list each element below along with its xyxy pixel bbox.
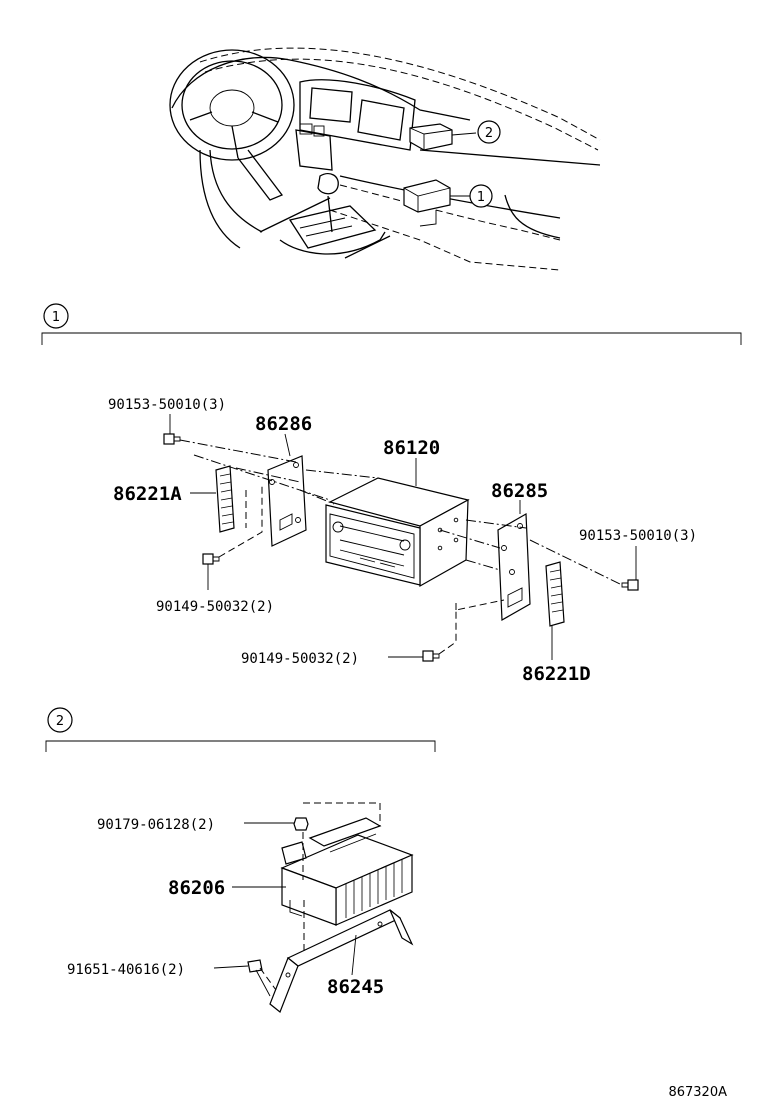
label-86206: 86206	[168, 877, 225, 899]
label-86120: 86120	[383, 437, 440, 459]
callout-2-circle	[477, 120, 501, 144]
bolt-91651	[247, 959, 271, 997]
callout-2-label: 2	[485, 126, 493, 141]
label-90149-50032-left: 90149-50032(2)	[156, 599, 274, 615]
screw-90153-right	[621, 579, 639, 591]
label-86285: 86285	[491, 480, 548, 502]
screw-90149-left	[202, 553, 220, 565]
amplifier-assembly	[213, 802, 414, 1013]
label-86221D: 86221D	[522, 663, 591, 685]
label-86221A: 86221A	[113, 483, 182, 505]
callout-1-circle	[469, 184, 493, 208]
section-2-marker	[47, 707, 73, 733]
label-90153-50010-left: 90153-50010(3)	[108, 397, 226, 413]
label-91651-40616: 91651-40616(2)	[67, 962, 185, 978]
label-86286: 86286	[255, 413, 312, 435]
screw-90153-left	[163, 433, 181, 445]
screw-90149-bottom	[422, 650, 440, 662]
section-2-header: 2	[45, 707, 436, 752]
nut-90179	[293, 817, 309, 831]
radio-assembly	[163, 414, 639, 662]
label-86245: 86245	[327, 976, 384, 998]
section-1-header: 1	[41, 303, 742, 345]
label-90153-50010-right: 90153-50010(3)	[579, 528, 697, 544]
dashboard-overview: 2 1	[169, 47, 601, 271]
diagram-code: 867320A	[668, 1085, 727, 1100]
label-90179-06128: 90179-06128(2)	[97, 817, 215, 833]
callout-1-label: 1	[477, 190, 485, 205]
section-1-marker-label: 1	[52, 310, 60, 325]
section-1-marker	[43, 303, 69, 329]
label-90149-50032-bottom: 90149-50032(2)	[241, 651, 359, 667]
section-2-marker-label: 2	[56, 714, 64, 729]
